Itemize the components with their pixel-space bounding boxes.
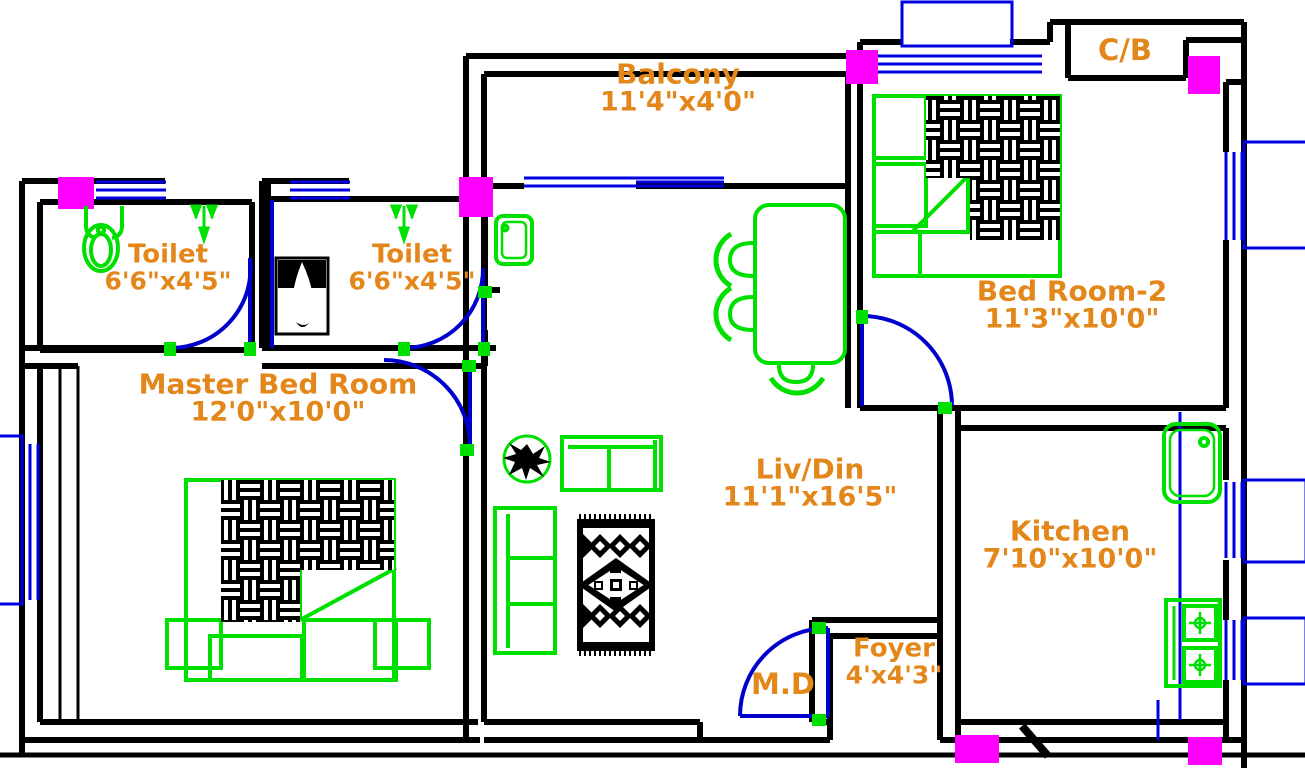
- column-foyer: [955, 735, 999, 763]
- water-closet-icon-toilet2: [274, 256, 330, 336]
- room-dimensions: 11'4"x4'0": [599, 86, 757, 118]
- door-jambs: [164, 286, 952, 726]
- door-toilet1: [169, 257, 253, 351]
- wash-basin-icon: [494, 214, 534, 266]
- room-label-livdin: Liv/Din 11'1"x16'5": [723, 454, 898, 511]
- room-label-foyer: Foyer 4'x4'3": [846, 635, 943, 688]
- window-kitchen-upper: [1224, 478, 1305, 564]
- walls: [0, 19, 1305, 768]
- potted-plant-leaves: [503, 443, 551, 480]
- room-name: Balcony: [616, 57, 740, 91]
- room-name: Foyer: [853, 633, 935, 664]
- window-kitchen-lower: [1224, 616, 1305, 686]
- window-toilet2: [290, 180, 350, 200]
- bed-bedroom2-mattress-pattern: [926, 96, 1060, 240]
- room-label-masterbed: Master Bed Room 12'0"x10'0": [139, 369, 418, 426]
- window-bedroom2-top: [878, 0, 1042, 74]
- room-name: Master Bed Room: [138, 367, 418, 401]
- bed-master-mattress-pattern: [221, 480, 394, 622]
- room-label-toilet2: Toilet 6'6"x4'5": [348, 241, 475, 294]
- column-bottomright: [1188, 737, 1222, 765]
- shower-icon-toilet1: [189, 204, 219, 245]
- window-masterbed-left: [0, 434, 40, 606]
- room-dimensions: 12'0"x10'0": [190, 396, 366, 428]
- carpet: [577, 514, 655, 656]
- room-name: Kitchen: [1009, 514, 1131, 548]
- column-toilet2: [459, 177, 493, 217]
- room-dimensions: 11'3"x10'0": [984, 303, 1160, 335]
- window-bedroom2-right: [1224, 140, 1305, 250]
- room-dimensions: 11'1"x16'5": [722, 481, 898, 513]
- door-masterbed: [383, 358, 472, 447]
- window-toilet1: [96, 180, 166, 200]
- columns: [58, 50, 1222, 765]
- kitchen-sink-icon: [1162, 422, 1222, 504]
- room-label-balcony: Balcony 11'4"x4'0": [600, 59, 756, 116]
- room-dimensions: 4'x4'3": [845, 660, 943, 690]
- label-cb: C/B: [1098, 35, 1152, 65]
- room-name: Liv/Din: [755, 452, 865, 486]
- windows: [0, 0, 1305, 740]
- sofa-three-seat: [493, 506, 557, 655]
- entry-arrow: [1018, 723, 1052, 759]
- room-name: Bed Room-2: [976, 274, 1168, 308]
- kitchen-stove-icon: [1164, 598, 1222, 688]
- dining-table: [713, 203, 847, 396]
- column-toilet1: [58, 177, 94, 209]
- column-balcony: [846, 50, 878, 84]
- label-md: M.D: [751, 669, 815, 699]
- room-dimensions: 6'6"x4'5": [348, 266, 476, 296]
- room-dimensions: 7'10"x10'0": [982, 543, 1158, 575]
- room-name: Toilet: [127, 239, 209, 270]
- room-name: Toilet: [371, 239, 453, 270]
- room-label-bedroom2: Bed Room-2 11'3"x10'0": [977, 276, 1167, 333]
- room-label-toilet1: Toilet 6'6"x4'5": [104, 241, 231, 294]
- column-topright: [1188, 56, 1220, 94]
- door-toilet2: [403, 267, 486, 350]
- room-label-kitchen: Kitchen 7'10"x10'0": [983, 516, 1158, 573]
- label-text: C/B: [1098, 32, 1152, 67]
- room-dimensions: 6'6"x4'5": [104, 266, 232, 296]
- door-bedroom2: [860, 314, 954, 407]
- window-balcony: [524, 176, 724, 188]
- potted-plant-icon: [502, 434, 552, 484]
- sofa-two-seat: [560, 435, 663, 492]
- label-text: M.D: [751, 666, 815, 701]
- shower-icon-toilet2: [389, 204, 419, 245]
- water-closet-icon-toilet1: [82, 206, 124, 273]
